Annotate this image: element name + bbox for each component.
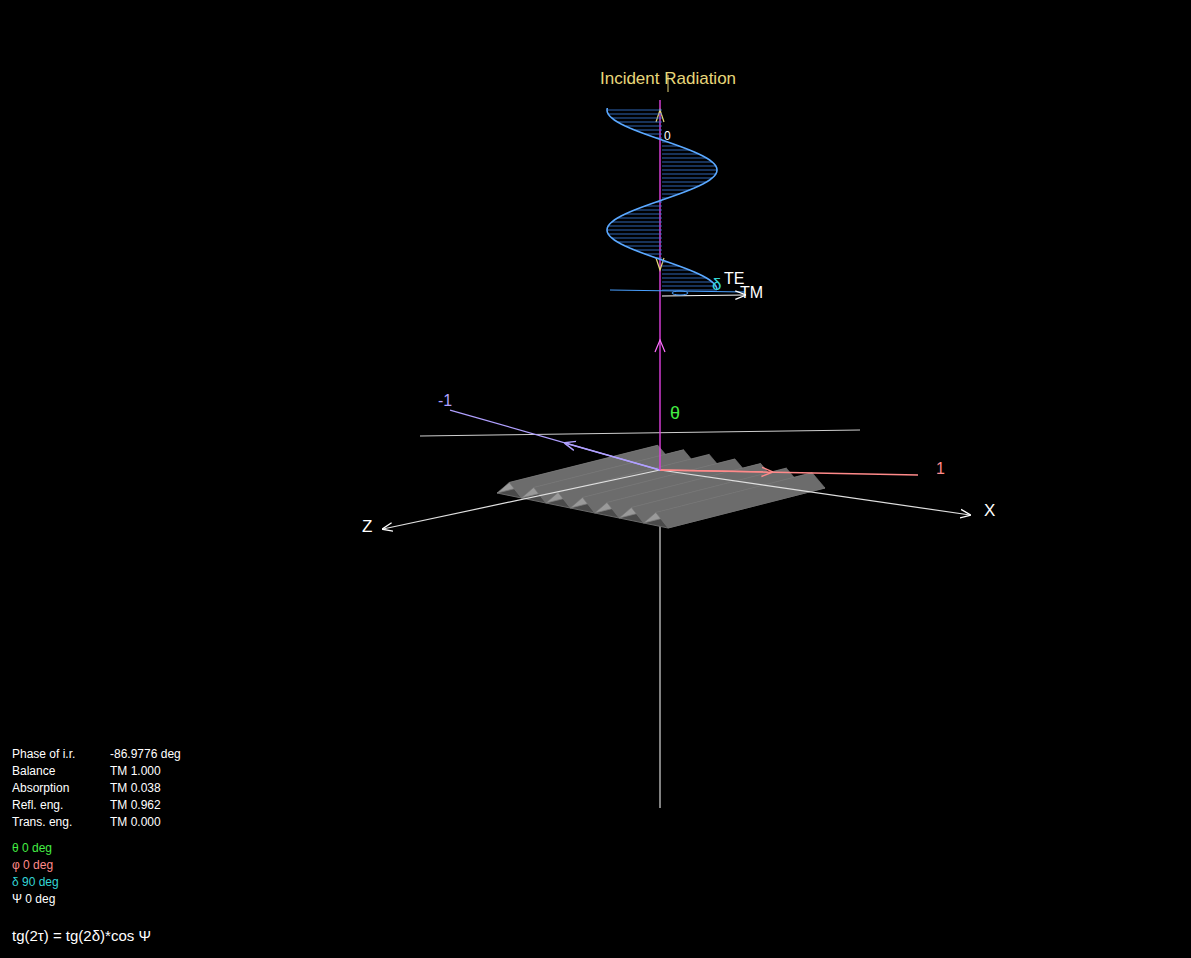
wave bbox=[607, 108, 717, 290]
z-axis bbox=[383, 470, 660, 529]
wave-hatch bbox=[618, 218, 662, 219]
wave-hatch bbox=[635, 130, 663, 131]
wave-hatch bbox=[608, 234, 662, 235]
wave-hatch bbox=[608, 226, 662, 227]
order-minus-one bbox=[450, 410, 660, 470]
order-label: -1 bbox=[438, 392, 452, 410]
wave-hatch bbox=[662, 290, 717, 291]
wave-hatch bbox=[662, 270, 690, 271]
readout-text: Absorption bbox=[12, 782, 69, 795]
wave-hatch bbox=[612, 238, 662, 239]
mode-label: TM bbox=[740, 284, 763, 302]
order-one bbox=[660, 470, 918, 475]
wave-hatch bbox=[662, 278, 706, 279]
incident-beam bbox=[659, 100, 660, 470]
ridge-face bbox=[656, 473, 825, 528]
wave-hatch bbox=[662, 286, 716, 287]
wave-hatch bbox=[662, 154, 699, 155]
wave-curve bbox=[607, 108, 717, 290]
wave-hatch bbox=[612, 222, 662, 223]
wave-hatch bbox=[612, 118, 662, 119]
parameter-text: δ 90 deg bbox=[12, 876, 59, 889]
wave-hatch bbox=[662, 166, 716, 167]
readout-text: TM 1.000 bbox=[110, 765, 161, 778]
wave-hatch bbox=[662, 162, 712, 163]
readout-text: -86.9776 deg bbox=[110, 748, 181, 761]
readout-text: TM 0.038 bbox=[110, 782, 161, 795]
formula-text: tg(2τ) = tg(2δ)*cos Ψ bbox=[12, 928, 151, 945]
wave-hatch bbox=[662, 274, 699, 275]
wave-hatch bbox=[662, 158, 706, 159]
readout-text: Refl. eng. bbox=[12, 799, 63, 812]
readout-text: Balance bbox=[12, 765, 55, 778]
x-axis bbox=[660, 470, 970, 515]
axis-label: Z bbox=[362, 518, 372, 537]
marker-label: 0 bbox=[664, 130, 671, 143]
wave-hatch bbox=[607, 230, 662, 231]
wave-hatch bbox=[625, 214, 662, 215]
order-arrow bbox=[565, 443, 660, 470]
wave-hatch bbox=[607, 110, 662, 111]
wave-hatch bbox=[662, 178, 712, 179]
angle-symbol: δ bbox=[712, 276, 721, 295]
wave-hatch bbox=[625, 126, 662, 127]
angle-symbol: θ bbox=[670, 404, 680, 424]
readout-text: Trans. eng. bbox=[12, 816, 72, 829]
axis-line bbox=[420, 430, 860, 436]
axis-label: X bbox=[984, 502, 995, 521]
title-label: Incident Radiation bbox=[600, 70, 736, 89]
wave-hatch bbox=[608, 114, 662, 115]
wave-hatch bbox=[662, 150, 690, 151]
readout-text: TM 0.962 bbox=[110, 799, 161, 812]
parameter-text: Ψ 0 deg bbox=[12, 893, 55, 906]
wave-hatch bbox=[662, 170, 717, 171]
polarisation-ellipse bbox=[672, 291, 688, 295]
wave-hatch bbox=[635, 210, 663, 211]
wave-hatch bbox=[662, 186, 699, 187]
parameter-text: φ 0 deg bbox=[12, 859, 53, 872]
beam-marker bbox=[656, 110, 664, 122]
wave-hatch bbox=[662, 182, 706, 183]
parameter-text: θ 0 deg bbox=[12, 842, 52, 855]
wave-hatch bbox=[625, 246, 662, 247]
readout-text: TM 0.000 bbox=[110, 816, 161, 829]
field-vector bbox=[662, 295, 745, 296]
readout-text: Phase of i.r. bbox=[12, 748, 75, 761]
order-label: 1 bbox=[936, 460, 945, 478]
order-arrow bbox=[660, 470, 772, 472]
wave-hatch bbox=[635, 250, 663, 251]
beam-arrow bbox=[655, 340, 665, 352]
wave-hatch bbox=[662, 174, 716, 175]
wave-hatch bbox=[618, 242, 662, 243]
wave-hatch bbox=[662, 190, 690, 191]
wave-hatch bbox=[662, 282, 712, 283]
wave-hatch bbox=[618, 122, 662, 123]
